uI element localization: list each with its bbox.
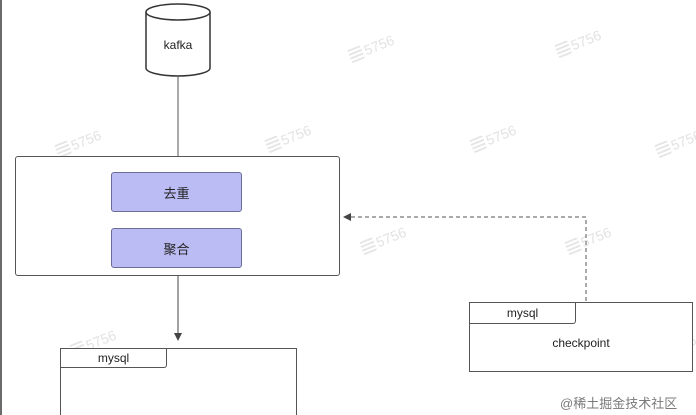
- checkpoint-feedback-arrow: [343, 213, 587, 301]
- kafka-cylinder-icon: [145, 3, 211, 77]
- source-credit: @稀土掘金技术社区: [560, 396, 678, 411]
- mysql-sink-tab: mysql: [61, 349, 167, 368]
- window-edge: [0, 0, 2, 415]
- aggregate-step: 聚合: [111, 228, 242, 268]
- mysql-sink-box: mysql: [60, 348, 297, 415]
- checkpoint-label: checkpoint: [552, 336, 610, 350]
- checkpoint-mysql-tab: mysql: [470, 303, 576, 324]
- checkpoint-store-box: mysql checkpoint: [469, 302, 693, 372]
- dedup-step: 去重: [111, 172, 242, 212]
- kafka-label: kafka: [163, 38, 193, 52]
